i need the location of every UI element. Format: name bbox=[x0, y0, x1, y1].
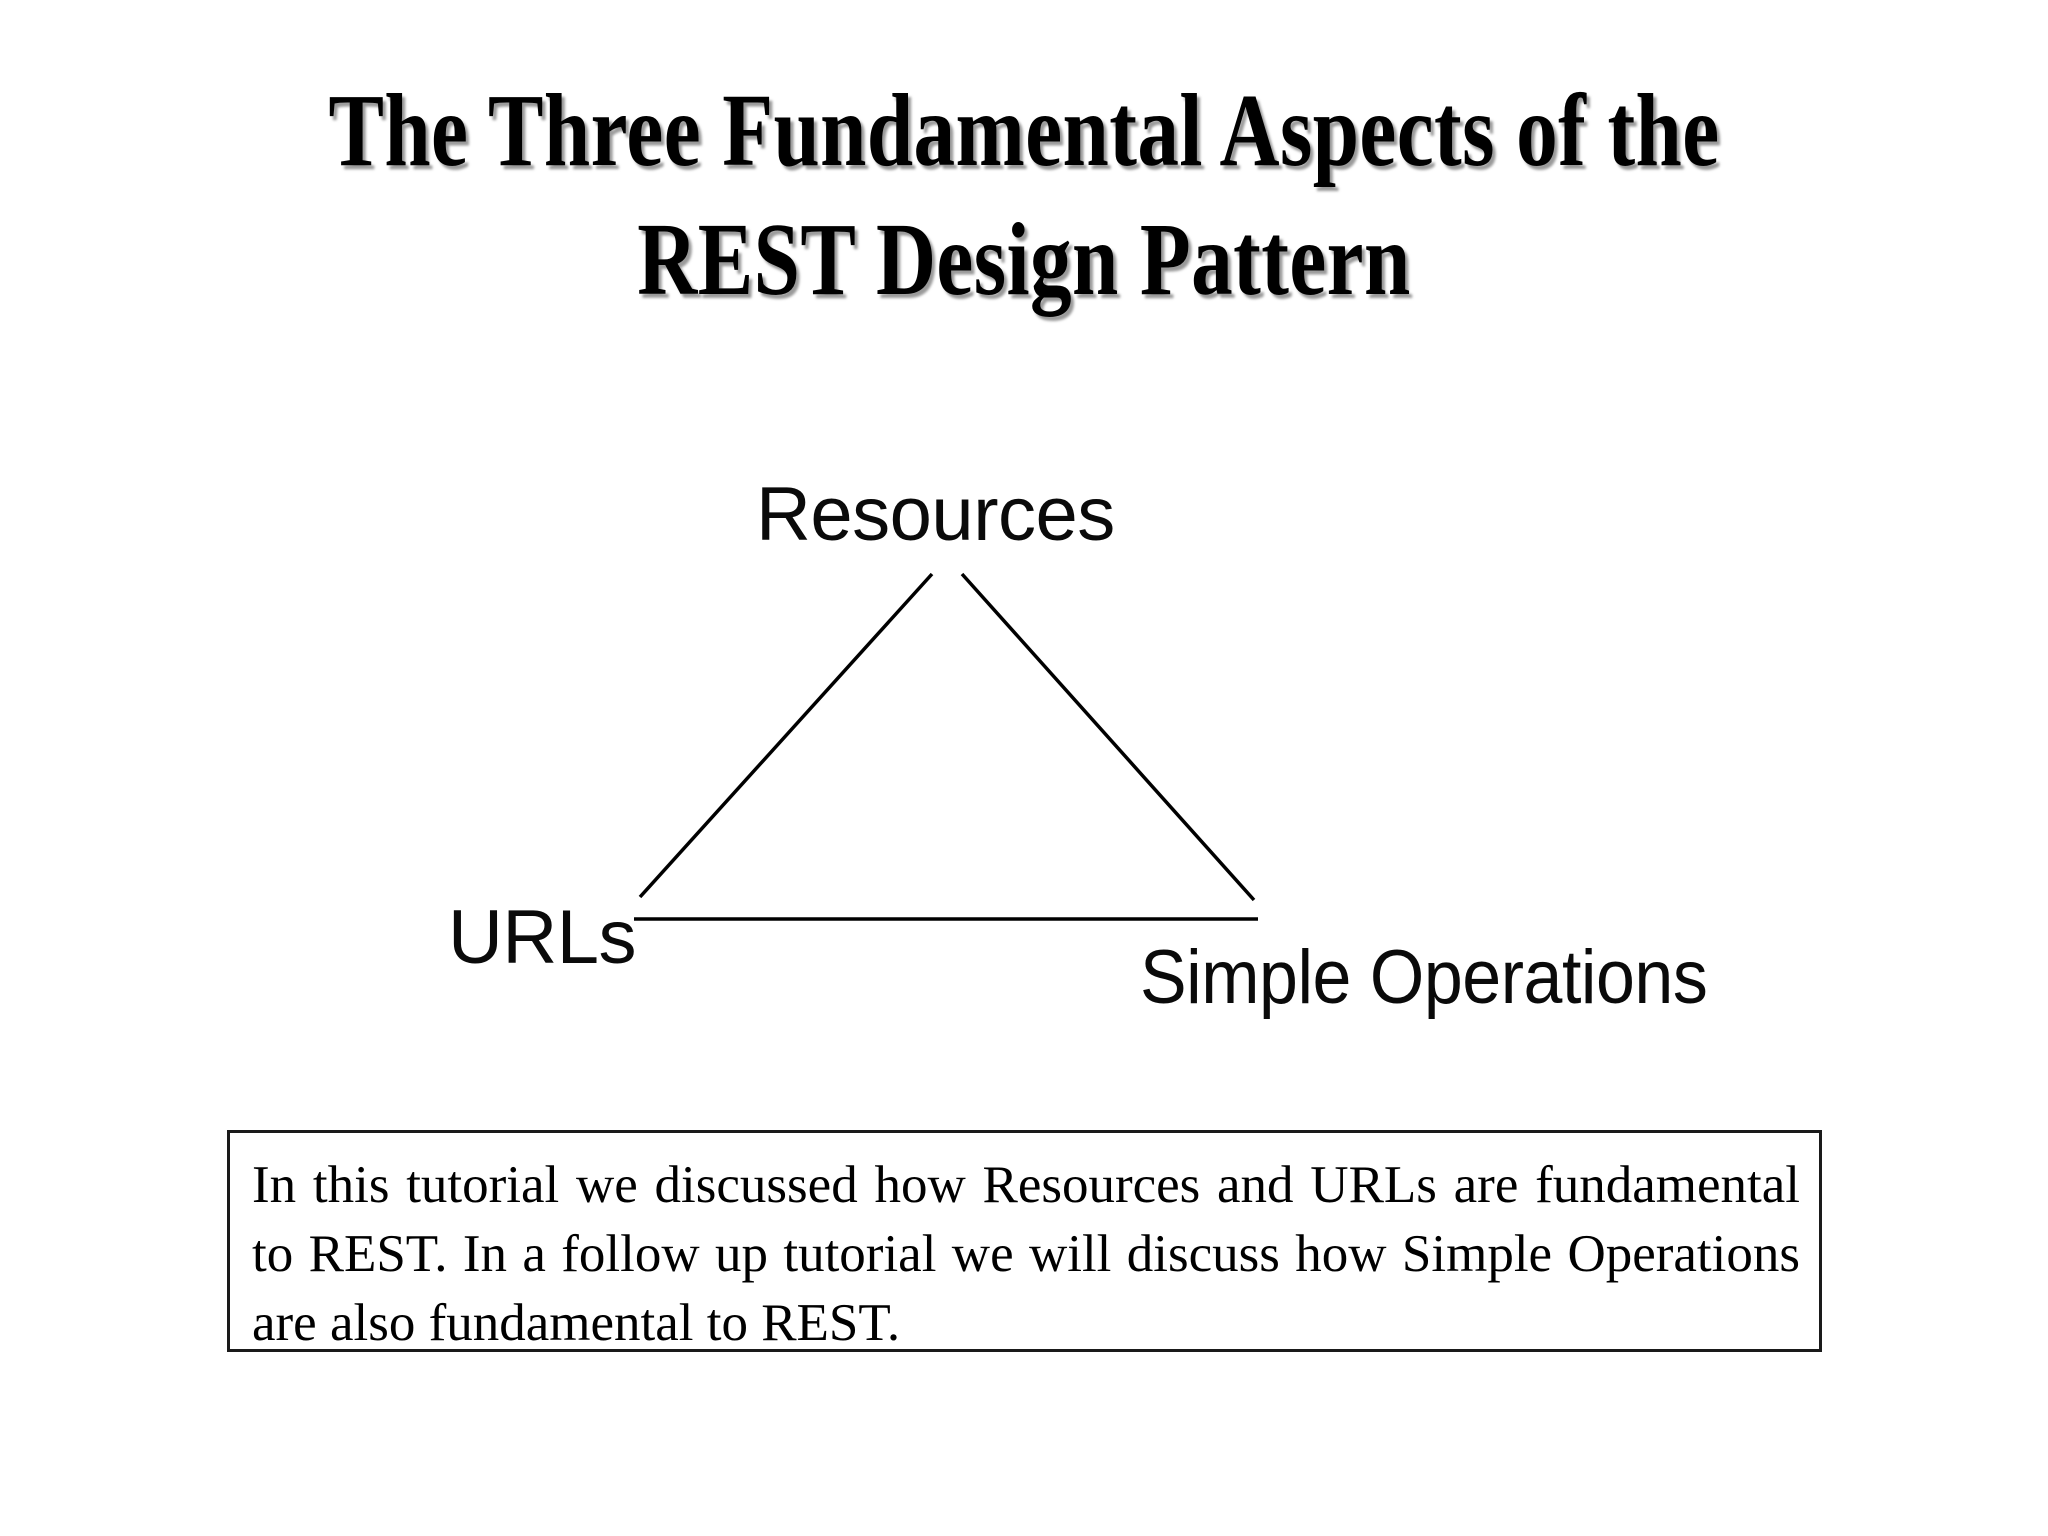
triangle-edge-left bbox=[638, 572, 934, 899]
triangle-vertex-label-resources: Resources bbox=[756, 472, 1115, 557]
page-title: The Three Fundamental Aspects of the RES… bbox=[0, 70, 2048, 321]
triangle-vertex-label-simple-operations: Simple Operations bbox=[1140, 935, 1708, 1020]
caption-text: In this tutorial we discussed how Resour… bbox=[252, 1156, 1800, 1352]
triangle-vertex-label-urls: URLs bbox=[448, 895, 637, 980]
caption-box: In this tutorial we discussed how Resour… bbox=[227, 1130, 1822, 1352]
triangle-edge-right bbox=[960, 572, 1256, 902]
page-title-line-2: REST Design Pattern bbox=[637, 201, 1411, 317]
page-title-line-1: The Three Fundamental Aspects of the bbox=[328, 73, 1720, 188]
